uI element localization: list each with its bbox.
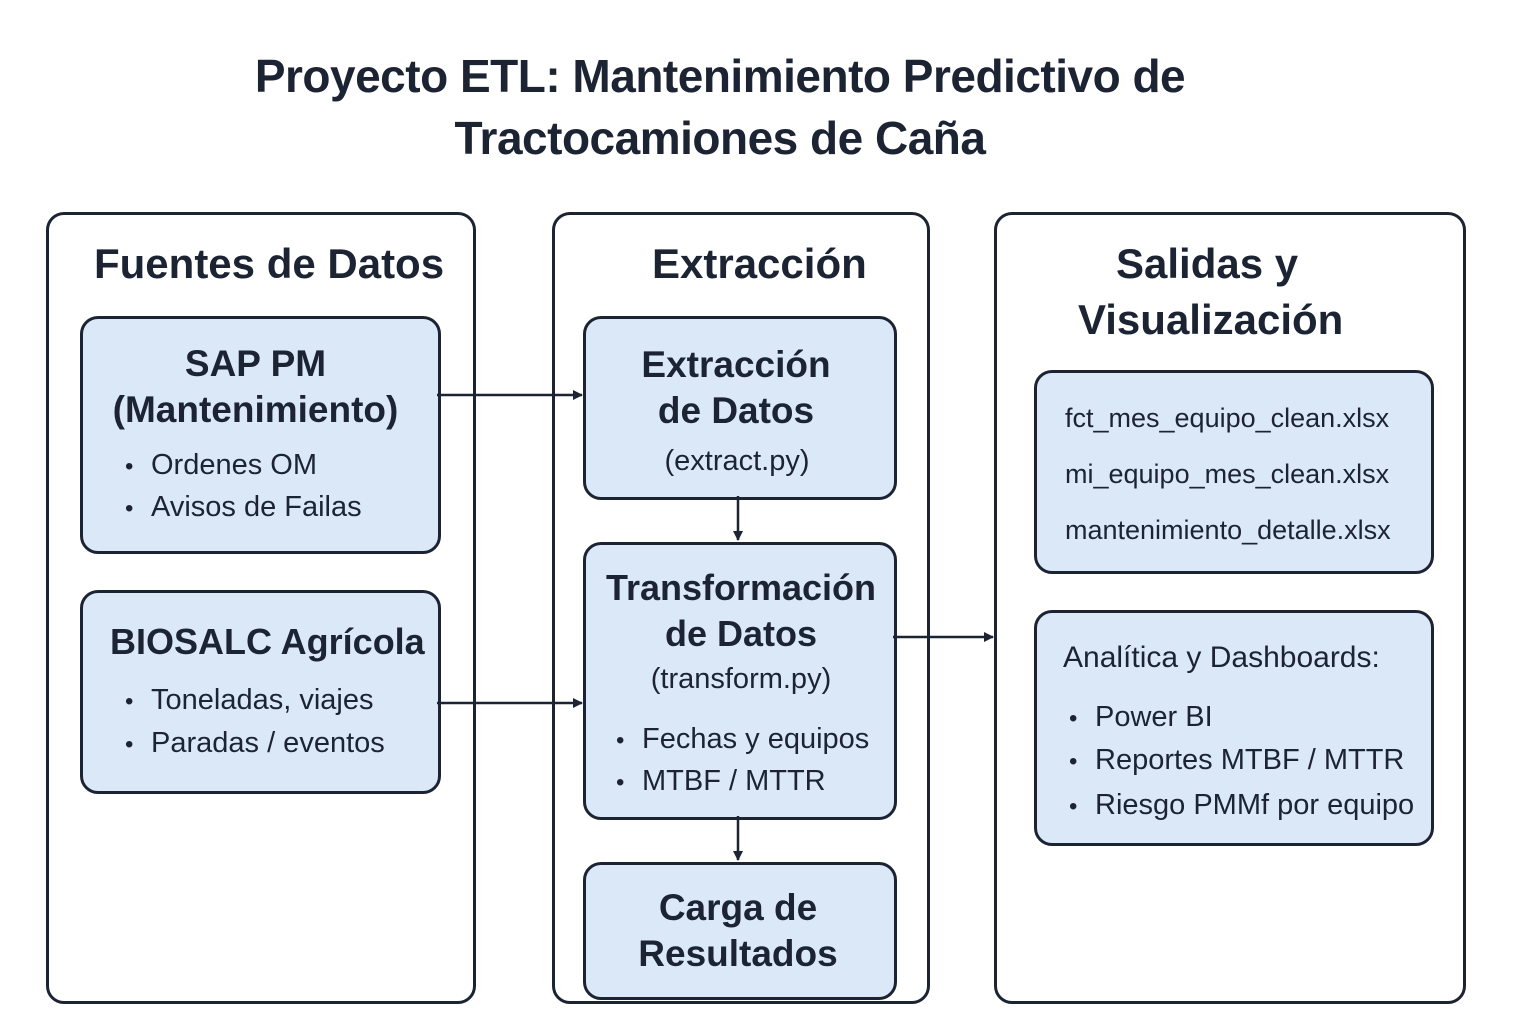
sap-pm-item: Ordenes OM	[125, 449, 317, 482]
extraction-heading: Extracción	[652, 240, 867, 287]
sap-pm-box: SAP PM (Mantenimiento) Ordenes OM Avisos…	[80, 316, 441, 554]
sap-pm-title: SAP PM (Mantenimiento)	[83, 341, 428, 433]
analytics-item: Riesgo PMMf por equipo	[1069, 789, 1414, 822]
output-file: mantenimiento_detalle.xlsx	[1065, 515, 1391, 545]
transform-box: Transformación de Datos (transform.py) F…	[583, 542, 897, 820]
transform-script: (transform.py)	[650, 663, 832, 695]
output-file: fct_mes_equipo_clean.xlsx	[1065, 403, 1390, 433]
title-line-1: Proyecto ETL: Mantenimiento Predictivo d…	[254, 50, 1186, 102]
outputs-panel	[994, 212, 1466, 1004]
outputs-heading: Salidas y Visualización	[1078, 236, 1343, 348]
analytics-box: Analítica y Dashboards: Power BI Reporte…	[1034, 610, 1434, 846]
outputs-heading-line-2: Visualización	[1078, 296, 1344, 343]
load-box: Carga de Resultados	[583, 862, 897, 1000]
transform-title-line-2: de Datos	[664, 613, 818, 654]
extract-title: Extracción de Datos	[586, 342, 886, 434]
biosalc-title: BIOSALC Agrícola	[110, 621, 425, 662]
extract-title-line-2: de Datos	[657, 390, 815, 431]
transform-item: Fechas y equipos	[616, 723, 869, 756]
extract-box: Extracción de Datos (extract.py)	[583, 316, 897, 500]
load-title-line-1: Carga de	[658, 887, 818, 928]
extract-script: (extract.py)	[664, 445, 810, 477]
analytics-item: Power BI	[1069, 701, 1213, 734]
output-file: mi_equipo_mes_clean.xlsx	[1065, 459, 1390, 489]
diagram-title: Proyecto ETL: Mantenimiento Predictivo d…	[0, 45, 1440, 169]
sources-heading: Fuentes de Datos	[94, 240, 445, 287]
sap-pm-title-line-2: (Mantenimiento)	[112, 389, 399, 430]
extract-title-line-1: Extracción	[641, 344, 831, 385]
outputs-heading-line-1: Salidas y	[1116, 240, 1299, 287]
transform-item: MTBF / MTTR	[616, 765, 826, 798]
transform-title: Transformación de Datos	[586, 565, 896, 657]
biosalc-item: Toneladas, viajes	[125, 684, 373, 717]
title-line-2: Tractocamiones de Caña	[454, 112, 986, 164]
sap-pm-title-line-1: SAP PM	[184, 343, 327, 384]
biosalc-box: BIOSALC Agrícola Toneladas, viajes Parad…	[80, 590, 441, 794]
biosalc-item: Paradas / eventos	[125, 727, 385, 760]
analytics-title: Analítica y Dashboards:	[1063, 641, 1380, 674]
load-title: Carga de Resultados	[586, 885, 890, 977]
sap-pm-item: Avisos de Failas	[125, 491, 362, 524]
analytics-item: Reportes MTBF / MTTR	[1069, 744, 1404, 777]
output-files-box: fct_mes_equipo_clean.xlsx mi_equipo_mes_…	[1034, 370, 1434, 574]
transform-title-line-1: Transformación	[605, 567, 877, 608]
load-title-line-2: Resultados	[638, 933, 838, 974]
